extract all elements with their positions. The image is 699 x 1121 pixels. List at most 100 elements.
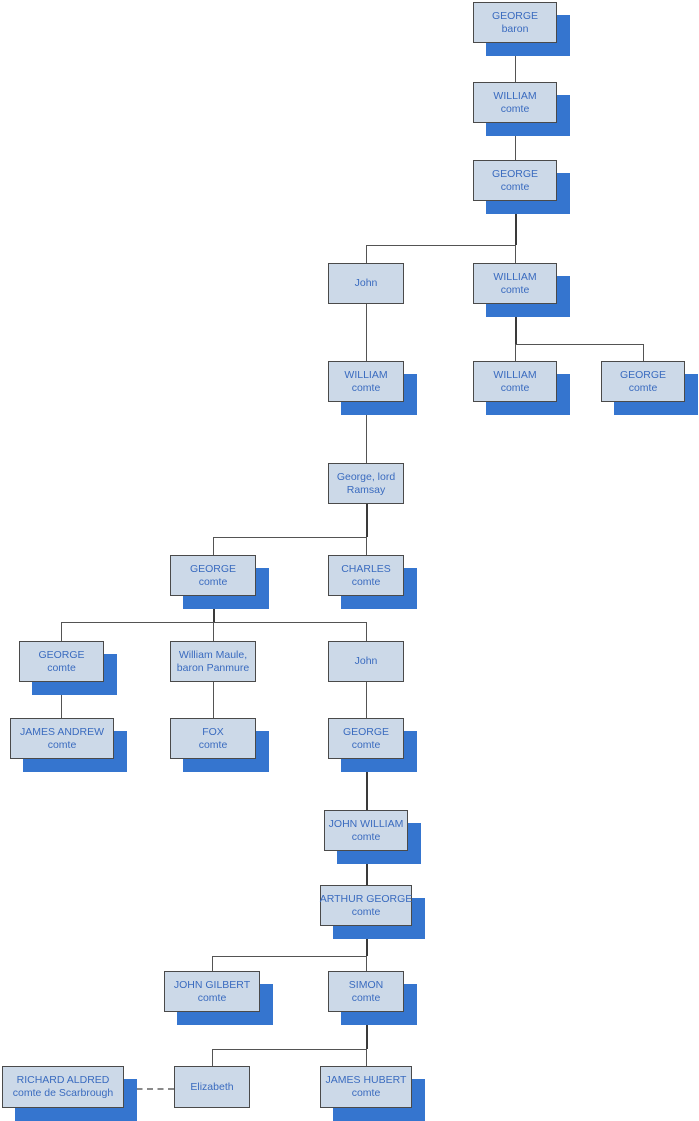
person-title: comte <box>47 738 77 751</box>
person-title: comte <box>351 991 381 1004</box>
person-title: baron Panmure <box>176 661 250 674</box>
person-node[interactable]: William Maule,baron Panmure <box>170 641 256 682</box>
person-title: comte <box>351 905 381 918</box>
connector-line <box>515 304 517 344</box>
node-box[interactable]: William Maule,baron Panmure <box>170 641 256 682</box>
person-title: comte <box>197 991 227 1004</box>
person-name: WILLIAM <box>493 368 537 381</box>
person-title: comte <box>500 102 530 115</box>
connector-line <box>366 245 516 246</box>
connector-line <box>515 123 516 160</box>
connector-line <box>643 344 644 361</box>
person-name: GEORGE <box>491 167 539 180</box>
person-name: ARTHUR GEORGE <box>319 892 413 905</box>
node-box[interactable]: John <box>328 641 404 682</box>
person-title: comte de Scarbrough <box>12 1087 114 1099</box>
person-name: John <box>354 277 378 289</box>
connector-line <box>366 956 367 971</box>
connector-line <box>61 682 62 718</box>
person-title: baron <box>501 22 529 35</box>
connector-line <box>213 596 215 622</box>
person-title: comte <box>198 738 228 751</box>
person-name: WILLIAM <box>493 270 537 283</box>
person-node[interactable]: John <box>328 263 404 304</box>
person-name: Elizabeth <box>190 1080 234 1093</box>
connector-line <box>515 344 516 361</box>
person-name: JAMES ANDREW <box>19 725 104 738</box>
person-title: comte <box>628 381 658 394</box>
connector-line <box>366 622 367 641</box>
connector-line <box>366 682 367 718</box>
person-title: comte <box>47 661 76 674</box>
person-name: CHARLES <box>341 562 391 575</box>
person-name: GEORGE <box>38 648 85 661</box>
connector-line <box>366 1012 368 1049</box>
person-title: comte <box>500 381 530 394</box>
person-name: FOX <box>202 725 224 738</box>
connector-line <box>61 622 62 641</box>
connector-line <box>366 926 368 956</box>
connector-line <box>212 1049 213 1066</box>
person-name: JOHN WILLIAM <box>328 817 404 830</box>
person-name: JAMES HUBERT <box>325 1074 407 1086</box>
person-title: Ramsay <box>346 483 386 496</box>
node-box[interactable]: Elizabeth <box>174 1066 250 1108</box>
marriage-link <box>126 1088 174 1090</box>
person-title: comte <box>351 830 381 843</box>
person-title: comte <box>351 575 381 588</box>
connector-line <box>213 682 214 718</box>
person-name: GEORGE <box>342 725 390 738</box>
person-title: comte <box>198 575 228 588</box>
person-node[interactable]: Elizabeth <box>174 1066 250 1108</box>
connector-line <box>515 43 516 82</box>
person-name: George, lord <box>336 470 396 483</box>
person-title: comte <box>351 381 381 394</box>
person-node[interactable]: John <box>328 641 404 682</box>
connector-line <box>366 304 367 361</box>
connector-line <box>213 537 366 538</box>
person-name: RICHARD ALDRED <box>16 1074 110 1086</box>
node-box[interactable]: John <box>328 263 404 304</box>
connector-line <box>366 402 367 463</box>
